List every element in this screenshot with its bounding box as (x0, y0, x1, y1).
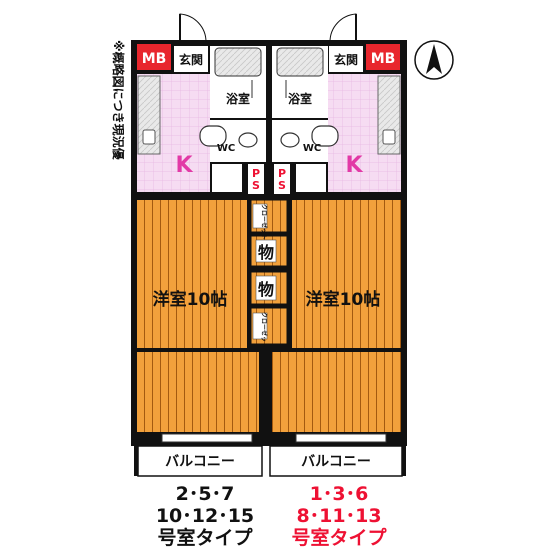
genkan-label-right: 玄関 (334, 52, 358, 67)
ps-label-right-s: S (278, 179, 286, 192)
unit-type-caption-right: 1･3･6 8･11･13 号室タイプ (264, 483, 414, 549)
genkan-label-left: 玄関 (179, 52, 203, 67)
caption-right-line-3: 号室タイプ (291, 527, 387, 549)
ps-shaft-right (274, 164, 290, 194)
north-arrow-icon (414, 40, 454, 80)
wc-label-left: WC (217, 143, 235, 154)
mb-box-right (366, 44, 400, 70)
caption-right-line-2: 8･11･13 (296, 505, 382, 527)
disclaimer-note: ※概略図につき現況優 (111, 40, 126, 161)
western-room-left (137, 200, 247, 348)
balcony-label-right: バルコニー (301, 454, 371, 470)
genkan-right (329, 46, 363, 72)
western-label-left: 洋室10帖 (153, 289, 228, 310)
ps-label-left-s: S (252, 179, 260, 192)
mb-box-left (137, 44, 171, 70)
storage-label-bottom: 物 (258, 280, 274, 299)
western-room-right (292, 200, 401, 348)
kitchen-label-right: K (345, 153, 363, 178)
balcony-window-left (161, 433, 253, 443)
closet-label-bottom: クローゼット (260, 312, 268, 348)
caption-left-line-1: 2･5･7 (175, 483, 235, 505)
bath-label-left: 浴室 (226, 91, 250, 106)
western-room-right-lower (272, 352, 401, 432)
ps-label-right-p: P (278, 167, 286, 180)
toilet-right (280, 132, 300, 148)
entrance-door-left (179, 13, 207, 43)
western-room-left-lower (137, 352, 259, 432)
balcony-left (137, 445, 263, 477)
caption-left-line-3: 号室タイプ (157, 527, 253, 549)
caption-left-line-2: 10･12･15 (155, 505, 255, 527)
closet-label-top: クローゼット (260, 204, 268, 240)
western-label-right: 洋室10帖 (306, 289, 381, 310)
balcony-label-left: バルコニー (165, 454, 235, 470)
kitchen-label-left: K (175, 153, 193, 178)
unit-type-caption-left: 2･5･7 10･12･15 号室タイプ (130, 483, 280, 549)
entrance-door-right (329, 13, 357, 43)
balcony-window-right (295, 433, 387, 443)
mb-label-left: MB (142, 51, 167, 67)
ps-label-left-p: P (252, 167, 260, 180)
bathtub-left (214, 47, 262, 77)
bath-label-right: 浴室 (288, 91, 312, 106)
toilet-left (238, 132, 258, 148)
mb-label-right: MB (371, 51, 396, 67)
storage-label-top: 物 (258, 243, 274, 262)
bathtub-right (276, 47, 324, 77)
ps-shaft-left (248, 164, 264, 194)
caption-right-line-1: 1･3･6 (309, 483, 369, 505)
genkan-left (174, 46, 208, 72)
wc-label-right: WC (303, 143, 321, 154)
